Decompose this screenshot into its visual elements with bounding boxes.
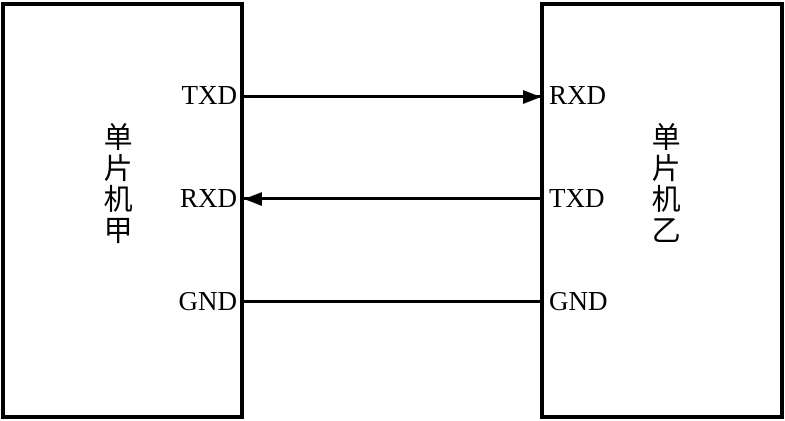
arrow-left-icon [244, 192, 262, 206]
pin-label-right-txd: TXD [549, 183, 605, 213]
wire-gnd-to-gnd [243, 300, 541, 303]
pin-label-left-gnd: GND [178, 286, 238, 316]
mcu-box-left [1, 2, 244, 419]
pin-label-right-gnd: GND [549, 286, 608, 316]
arrow-right-icon [523, 90, 541, 104]
device-name-left: 单片机甲 [99, 122, 134, 246]
pin-label-left-txd: TXD [181, 80, 238, 110]
mcu-box-right [540, 2, 784, 419]
wire-left-txd-to-right-rxd [243, 95, 541, 98]
pin-label-right-rxd: RXD [549, 80, 607, 110]
wire-right-txd-to-left-rxd [243, 197, 541, 200]
pin-label-left-rxd: RXD [179, 183, 237, 213]
device-name-right: 单片机乙 [647, 122, 682, 246]
